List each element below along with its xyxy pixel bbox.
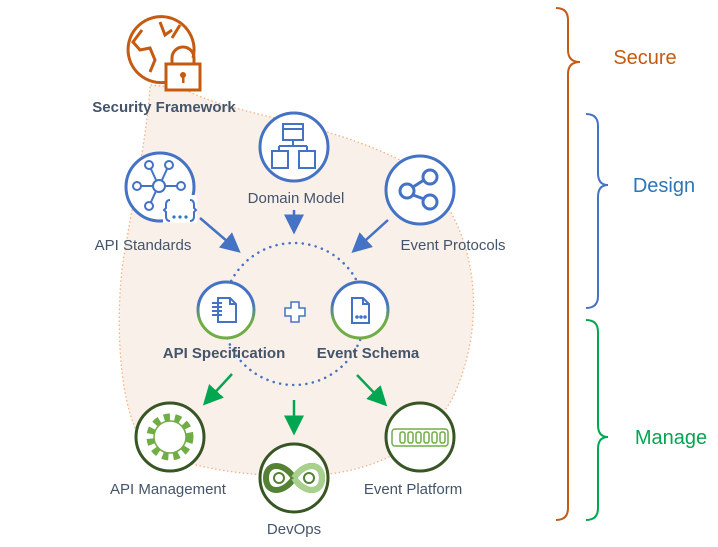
globe-lock-icon — [126, 15, 202, 92]
gear-icon — [146, 413, 194, 461]
security-scope-area — [118, 84, 475, 477]
api-specification-label: API Specification — [163, 345, 286, 362]
arrow-event-protocols — [351, 219, 389, 254]
design-label: Design — [633, 175, 695, 197]
security-framework-label: Security Framework — [92, 99, 236, 116]
plus-icon — [284, 301, 306, 323]
secure-bracket — [555, 7, 581, 521]
event-platform-node[interactable] — [384, 401, 456, 473]
network-braces-icon — [132, 160, 198, 223]
ellipsis-icon — [172, 215, 188, 219]
secure-label: Secure — [613, 47, 676, 69]
api-management-label: API Management — [110, 481, 227, 498]
arrow-api-management — [202, 373, 233, 406]
event-platform-label: Event Platform — [364, 481, 462, 498]
schema-document-icon — [351, 297, 370, 324]
arrow-event-platform — [356, 374, 388, 407]
design-bracket — [585, 113, 609, 309]
event-schema-node[interactable] — [330, 280, 390, 340]
share-icon — [398, 168, 439, 211]
api-standards-label: API Standards — [95, 237, 192, 254]
devops-label: DevOps — [267, 521, 321, 538]
event-protocols-label: Event Protocols — [400, 237, 505, 254]
arrow-api-standards — [199, 217, 241, 253]
event-schema-label: Event Schema — [317, 345, 420, 362]
event-protocols-node[interactable] — [384, 154, 456, 226]
event-queue-icon — [391, 428, 449, 447]
api-document-icon — [212, 297, 237, 323]
devops-infinity-icon — [262, 463, 326, 493]
manage-bracket — [585, 319, 609, 521]
domain-model-label: Domain Model — [248, 190, 345, 207]
manage-label: Manage — [635, 427, 707, 449]
hierarchy-icon — [271, 123, 316, 169]
api-specification-node[interactable] — [196, 280, 256, 340]
